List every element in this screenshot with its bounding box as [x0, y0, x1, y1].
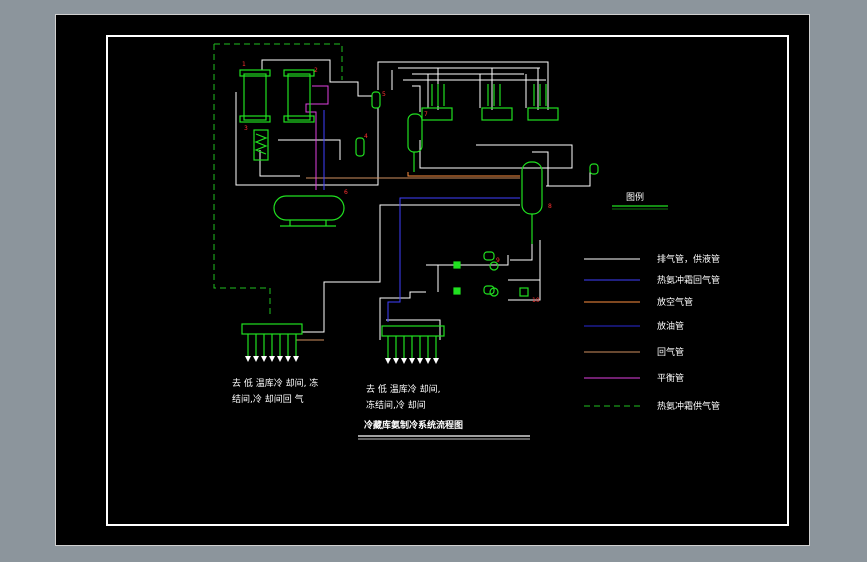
- equipment: [239, 69, 599, 358]
- evaporator-c: [527, 107, 559, 121]
- legend-label-1: 热氨冲霜回气管: [657, 274, 720, 286]
- inner-border: [106, 35, 789, 526]
- gauge-10: [589, 163, 599, 175]
- num-7: 7: [424, 111, 428, 118]
- num-3: 3: [244, 125, 248, 132]
- num-6: 6: [344, 189, 348, 196]
- manifold-right: [381, 325, 445, 337]
- manifold-left: [241, 323, 303, 335]
- legend-label-0: 排气管，供液管: [657, 253, 720, 265]
- legend-label-3: 放油管: [657, 320, 684, 332]
- num-4: 4: [364, 133, 368, 140]
- num-10: 10: [532, 297, 540, 304]
- pump-a: [483, 251, 495, 261]
- legend-title: 图例: [626, 191, 644, 203]
- oil-separator-4: [355, 137, 365, 157]
- legend-items: 排气管，供液管 热氨冲霜回气管 放空气管 放油管 回气管 平衡管 热氨冲霜供气管: [584, 253, 720, 412]
- outlet-arrows: [245, 356, 439, 364]
- purge-pipe: [407, 172, 520, 177]
- lp-vessel: [521, 161, 543, 215]
- outer-border: [55, 14, 810, 546]
- defrost-return-line: [323, 110, 520, 322]
- room-label-left-2: 结间,冷 却间回 气: [232, 393, 304, 405]
- num-1: 1: [242, 61, 246, 68]
- defrost-supply-line: [213, 43, 343, 318]
- legend-label-5: 平衡管: [657, 372, 684, 384]
- legend-label-2: 放空气管: [657, 296, 693, 308]
- balance-pipe: [305, 85, 329, 190]
- room-label-left-1: 去 低 温库冷 却间, 冻: [232, 377, 318, 389]
- discharge-liquid-pipes: [235, 59, 591, 340]
- vessel-5: [371, 91, 381, 109]
- legend-label-6: 热氨冲霜供气管: [657, 400, 720, 412]
- evaporator-b: [481, 107, 513, 121]
- num-8: 8: [548, 203, 552, 210]
- room-label-right-1: 去 低 温库冷 却间,: [366, 383, 440, 395]
- equipment-numbers: 1 2 3 4 5 6 7 8 9 10: [242, 61, 552, 304]
- num-2: 2: [314, 67, 318, 74]
- legend-label-4: 回气管: [657, 346, 684, 358]
- num-5: 5: [382, 91, 386, 98]
- pump-b: [483, 285, 495, 295]
- num-9: 9: [496, 257, 500, 264]
- intercooler-3: [253, 129, 269, 161]
- separator-7: [407, 113, 423, 153]
- condenser-2: [287, 73, 311, 121]
- condenser-1: [243, 73, 267, 121]
- evaporator-a: [421, 107, 453, 121]
- drawing-title: 冷藏库氨制冷系统流程图: [364, 419, 463, 431]
- room-label-right-2: 冻结间,冷 却间: [366, 399, 426, 411]
- receiver-6: [273, 195, 345, 221]
- filter-10: [519, 287, 529, 297]
